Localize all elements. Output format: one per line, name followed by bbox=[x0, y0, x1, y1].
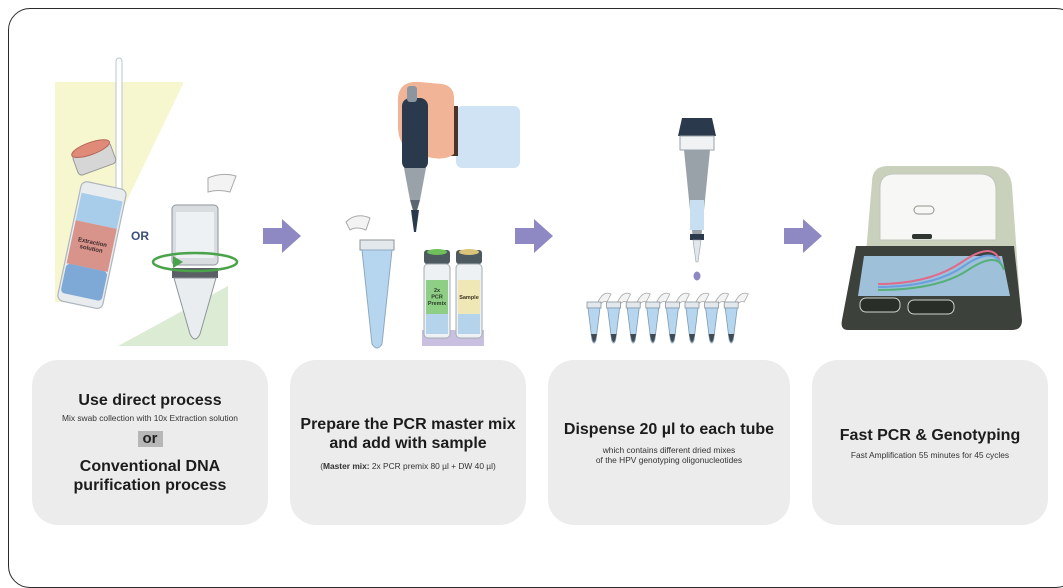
premix-tube-label: 2x bbox=[434, 288, 441, 294]
flow-arrow-3 bbox=[784, 219, 822, 253]
dispense-pipette-illustration bbox=[678, 118, 716, 281]
spin-column-illustration bbox=[151, 173, 239, 340]
centrifuge-tube-illustration bbox=[345, 215, 395, 349]
step-card-fast-pcr: Fast PCR & Genotyping Fast Amplification… bbox=[812, 360, 1048, 525]
pcr-strip-tube bbox=[645, 292, 671, 344]
pcr-strip-tube bbox=[606, 292, 632, 344]
pcr-strip-tube bbox=[586, 292, 612, 344]
swab-collection-illustration: Extractionsolution bbox=[55, 57, 228, 346]
step3-title: Dispense 20 µl to each tube bbox=[563, 421, 775, 438]
pcr-strip-tube bbox=[665, 292, 690, 344]
tube-strip-illustration bbox=[586, 292, 749, 344]
pcr-machine-illustration bbox=[841, 166, 1022, 330]
step3-subtitle: which contains different dried mixes of … bbox=[595, 445, 743, 465]
master-mix-recipe: 2x PCR premix 80 µl + DW 40 µl bbox=[369, 460, 493, 471]
step-card-dispense: Dispense 20 µl to each tube which contai… bbox=[548, 360, 790, 525]
or-badge: or bbox=[137, 430, 163, 447]
step-card-master-mix: Prepare the PCR master mix and add with … bbox=[290, 360, 526, 525]
step1-title-alternative: Conventional DNA purification process bbox=[73, 457, 227, 494]
step-card-direct-process: Use direct process Mix swab collection w… bbox=[32, 360, 268, 525]
step4-subtitle: Fast Amplification 55 minutes for 45 cyc… bbox=[850, 449, 1010, 460]
pipette-hand-illustration bbox=[397, 81, 520, 232]
or-label: OR bbox=[131, 229, 149, 243]
step2-title: Prepare the PCR master mix and add with … bbox=[300, 415, 516, 452]
master-mix-label: Master mix: bbox=[323, 460, 370, 471]
step1-subtitle: Mix swab collection with 10x Extraction … bbox=[62, 412, 238, 423]
flow-arrow-1 bbox=[263, 219, 301, 253]
pcr-strip-tube bbox=[684, 292, 710, 344]
pcr-strip-tube bbox=[625, 292, 651, 344]
step1-title: Use direct process bbox=[78, 391, 222, 409]
step2-note: (Master mix: 2x PCR premix 80 µl + DW 40… bbox=[320, 460, 496, 471]
workflow-illustration: Extractionsolution bbox=[55, 57, 1022, 349]
flow-arrow-2 bbox=[515, 219, 553, 253]
pcr-strip-tube bbox=[704, 292, 730, 344]
sample-tube-label: Sample bbox=[459, 295, 479, 301]
step4-title: Fast PCR & Genotyping bbox=[839, 426, 1021, 444]
pcr-strip-tube bbox=[723, 292, 749, 344]
